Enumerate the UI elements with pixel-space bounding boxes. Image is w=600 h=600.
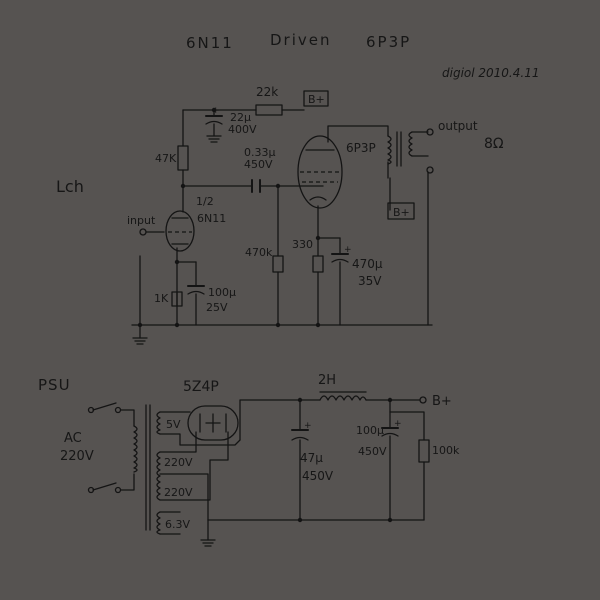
capacitor-second: + — [381, 419, 402, 437]
svg-text:+: + — [344, 245, 352, 255]
resistor-bleeder-label: 100k — [432, 444, 460, 457]
capacitor-cathode-output: + — [331, 245, 352, 263]
junction-dot — [387, 517, 393, 523]
cap-decouple-voltage: 400V — [228, 123, 257, 136]
junction-dot — [297, 397, 303, 403]
junction-dot — [275, 322, 281, 328]
winding-220v-a-label: 220V — [164, 456, 193, 469]
resistor-dropper-label: 22k — [256, 85, 278, 99]
resistor-grid-label: 470k — [245, 246, 273, 259]
amp-wiring — [131, 109, 433, 345]
cap-second-value: 100μ — [356, 424, 384, 437]
output-tube — [297, 135, 343, 209]
winding-220v-b-label: 220V — [164, 486, 193, 499]
junction-dot — [315, 322, 321, 328]
junction-dot — [174, 259, 180, 265]
resistor-cathode-output — [312, 255, 324, 273]
cap-coupling-voltage: 450V — [244, 158, 273, 171]
driver-tube — [165, 210, 195, 252]
psu-bplus-terminal — [419, 396, 427, 404]
cap-first-value: 47μ — [300, 451, 323, 465]
junction-dot — [137, 322, 143, 328]
ac-voltage: 220V — [60, 449, 94, 464]
title-driver-tube: 6N11 — [186, 34, 234, 52]
choke-coil — [319, 391, 367, 401]
svg-text:+: + — [304, 421, 312, 431]
rectifier-tube — [187, 405, 239, 441]
junction-dot — [275, 183, 281, 189]
cap-cathode-driver-value: 100μ — [208, 286, 236, 299]
psu-wiring — [87, 399, 425, 547]
cap-second-voltage: 450V — [358, 445, 387, 458]
cap-decouple-value: 22μ — [230, 111, 251, 124]
rectifier-label: 5Z4P — [183, 379, 219, 395]
junction-dot — [315, 235, 321, 241]
signature: digiol 2010.4.11 — [442, 66, 539, 80]
cap-cathode-driver-voltage: 25V — [206, 301, 228, 314]
winding-5v-label: 5V — [166, 418, 181, 431]
output-transformer — [387, 131, 413, 167]
junction-dot — [174, 322, 180, 328]
resistor-plate-label: 47K — [155, 152, 177, 165]
choke-label: 2H — [318, 373, 336, 388]
bplus-top-label: B+ — [308, 93, 325, 106]
cap-coupling-value: 0.33μ — [244, 146, 276, 159]
driver-tube-type: 6N11 — [197, 212, 226, 225]
resistor-plate — [177, 145, 189, 171]
resistor-grid — [272, 255, 284, 273]
junction-dot — [180, 183, 186, 189]
ac-label: AC — [64, 431, 82, 446]
input-terminal — [139, 228, 147, 236]
junction-dot — [387, 397, 393, 403]
title-driven: Driven — [270, 31, 332, 49]
cap-cathode-output-value: 470μ — [352, 257, 383, 271]
junction-dot — [211, 107, 217, 113]
output-label: output — [438, 119, 478, 133]
psu-bplus-label: B+ — [432, 394, 452, 409]
junction-dot — [297, 517, 303, 523]
capacitor-first: + — [291, 421, 312, 441]
input-label: input — [127, 214, 156, 227]
bplus-mid-label: B+ — [393, 206, 410, 219]
capacitor-cathode-driver — [187, 285, 205, 295]
output-tube-type: 6P3P — [346, 141, 376, 155]
resistor-cathode-driver — [171, 291, 183, 307]
resistor-cathode-driver-label: 1K — [154, 292, 169, 305]
winding-heater-label: 6.3V — [165, 518, 190, 531]
title-output-tube: 6P3P — [366, 33, 411, 51]
cap-first-voltage: 450V — [302, 469, 334, 483]
channel-label: Lch — [56, 177, 84, 196]
resistor-cathode-output-label: 330 — [292, 238, 313, 251]
driver-tube-half: 1/2 — [196, 195, 214, 208]
cap-cathode-output-voltage: 35V — [358, 274, 382, 288]
bplus-box-top — [303, 90, 329, 107]
output-terminal-ground — [426, 166, 434, 174]
bplus-box-mid — [387, 202, 415, 220]
resistor-dropper — [255, 104, 283, 116]
capacitor-coupling — [251, 179, 261, 193]
resistor-bleeder — [418, 439, 430, 463]
svg-text:+: + — [394, 419, 402, 429]
psu-label: PSU — [38, 376, 71, 394]
output-terminal-hot — [426, 128, 434, 136]
output-impedance: 8Ω — [484, 136, 504, 152]
